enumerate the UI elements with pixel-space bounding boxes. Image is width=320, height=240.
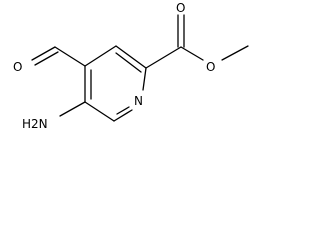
pyridine-ring bbox=[84, 45, 147, 122]
bond-c4-aldehyde-carbon bbox=[54, 46, 86, 67]
amino-group bbox=[59, 101, 86, 117]
ring-bond-c3-c4 bbox=[84, 45, 117, 67]
bond-aldehyde-double-1 bbox=[31, 46, 56, 61]
bond-c5-amino-nitrogen bbox=[59, 101, 86, 117]
ring-bond-c2-c3 bbox=[115, 45, 147, 69]
ester-carbonyl-oxygen-label: O bbox=[176, 1, 185, 15]
bond-carbonyl-to-ether-oxygen bbox=[180, 46, 204, 61]
ester-ether-oxygen-label: O bbox=[206, 60, 215, 74]
bond-aldehyde-double-2 bbox=[34, 51, 59, 66]
ring-bond-n1-c2 bbox=[142, 67, 147, 91]
aldehyde-oxygen-label: O bbox=[13, 60, 22, 74]
amino-group-label: H2N bbox=[22, 117, 48, 131]
ring-bond-c6-n1 bbox=[113, 109, 133, 122]
aldehyde-group bbox=[31, 46, 86, 67]
ring-nitrogen-label: N bbox=[134, 94, 143, 108]
chemical-structure-diagram: O O O N H2N bbox=[13, 1, 249, 131]
ester-group bbox=[145, 14, 249, 69]
ring-bond-c6-n1-inner bbox=[116, 106, 130, 115]
ring-bond-c3-c2-inner bbox=[115, 52, 142, 73]
ring-bond-c5-c6 bbox=[84, 101, 115, 122]
bond-c2-carbonyl-carbon bbox=[145, 46, 182, 69]
bond-ether-oxygen-to-methyl bbox=[221, 45, 249, 61]
